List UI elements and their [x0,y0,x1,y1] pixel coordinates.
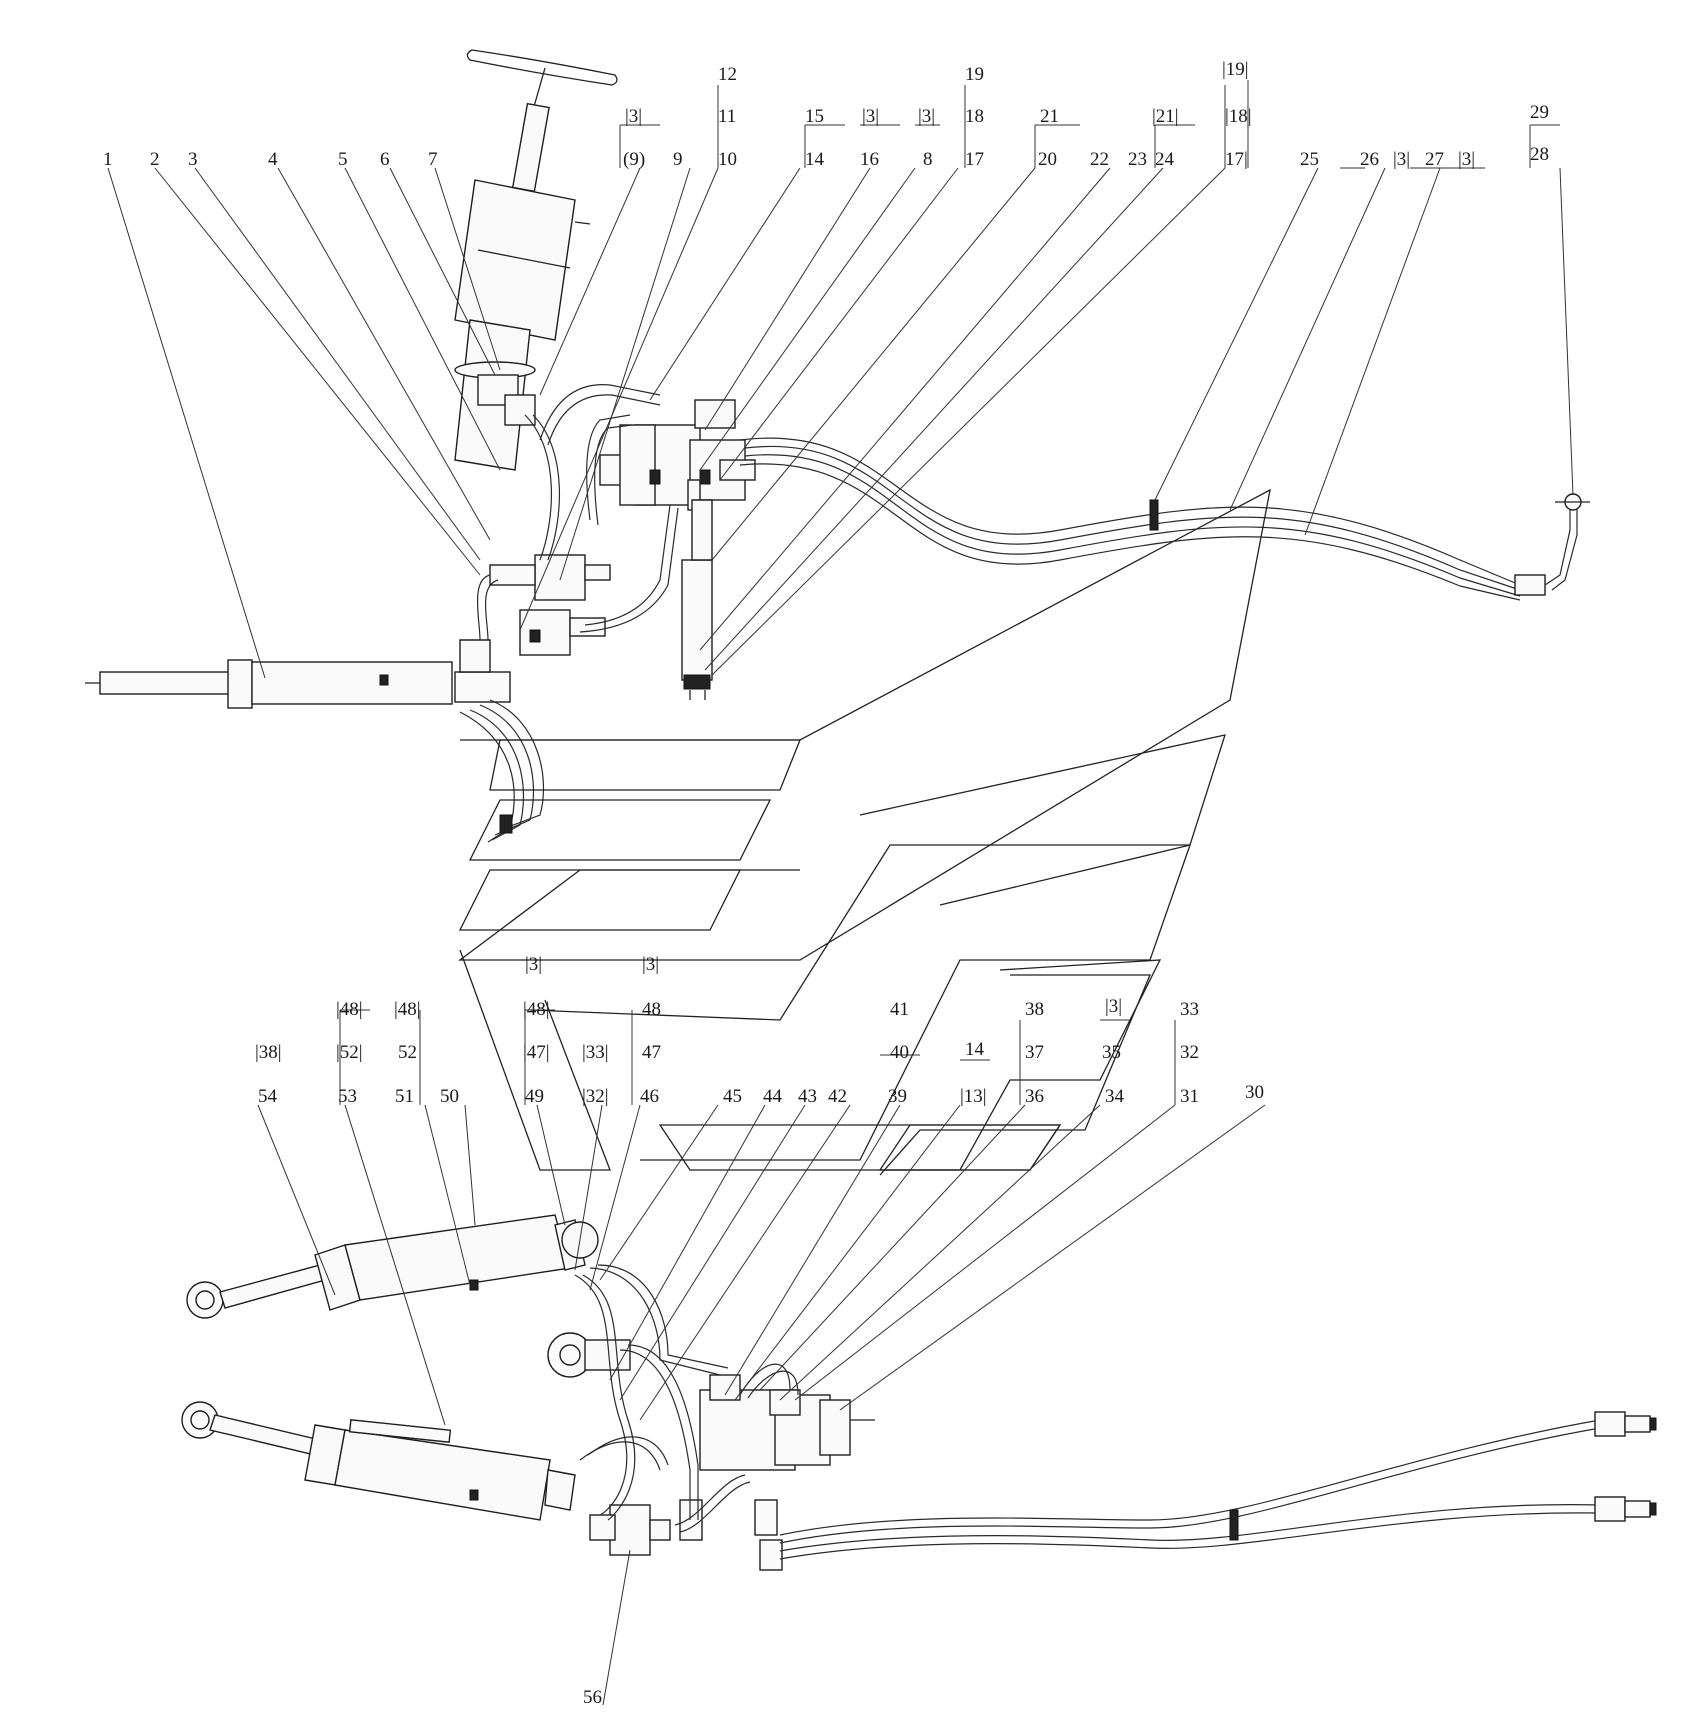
callout-2: 2 [150,149,160,170]
callout-11: 11 [718,106,736,127]
callout-35: 35 [1102,1042,1121,1063]
bottom-hoses [574,1264,1657,1560]
callout-42: 42 [828,1086,847,1107]
callout-labels: 1 2 3 4 5 6 7 (9) 9 10 11 12 14 15 16 8 … [103,59,1549,1708]
callout-bracket-38: |38| [255,1042,282,1063]
callout-bracket-13: |13| [960,1086,987,1107]
callout-1: 1 [103,149,113,170]
callout-bracket-17: 17| [1225,149,1248,170]
callout-49: 49 [525,1086,544,1107]
callout-14-b: 14 [965,1039,985,1060]
callout-39: 39 [888,1086,907,1107]
callout-bracket-21: |21| [1152,106,1179,127]
callout-25: 25 [1300,149,1319,170]
callout-7: 7 [428,149,438,170]
callout-17: 17 [965,149,984,170]
callout-34: 34 [1105,1086,1125,1107]
callout-bracket-48b: |48| [394,999,421,1020]
callout-9-paren: (9) [623,149,645,170]
callout-31: 31 [1180,1086,1199,1107]
leader-lines [107,80,1574,1706]
callout-4: 4 [268,149,278,170]
callout-54: 54 [258,1086,278,1107]
callout-8: 8 [923,149,933,170]
callout-3: 3 [188,149,198,170]
callout-33: 33 [1180,999,1199,1020]
callout-32: 32 [1180,1042,1199,1063]
callout-56: 56 [583,1687,602,1708]
callout-40: 40 [890,1042,909,1063]
callout-38: 38 [1025,999,1044,1020]
callout-bracket-3b: |3| [862,106,879,127]
callout-bracket-3g: |3| [642,954,659,975]
callout-16: 16 [860,149,879,170]
callout-52: 52 [398,1042,417,1063]
callout-5: 5 [338,149,348,170]
callout-bracket-33: |33| [582,1042,609,1063]
callout-37: 37 [1025,1042,1044,1063]
callout-bracket-48a: |48| [336,999,363,1020]
bottom-valve-block [547,1332,875,1571]
callout-30: 30 [1245,1082,1264,1103]
callout-bracket-3d: |3| [1393,149,1410,170]
callout-12: 12 [718,64,737,85]
callout-50: 50 [440,1086,459,1107]
callout-28: 28 [1530,144,1549,165]
callout-44: 44 [763,1086,783,1107]
callout-14: 14 [805,149,825,170]
callout-45: 45 [723,1086,742,1107]
callout-bracket-48c: |48| [523,999,550,1020]
callout-26: 26 [1360,149,1379,170]
callout-47: 47 [642,1042,661,1063]
callout-bracket-32: |32| [582,1086,609,1107]
callout-9: 9 [673,149,683,170]
callout-15: 15 [805,106,824,127]
callout-bracket-3h: |3| [1105,996,1122,1017]
steering-wheel-column [454,49,618,471]
callout-bracket-52a: |52| [336,1042,363,1063]
callout-18: 18 [965,106,984,127]
callout-46: 46 [640,1086,659,1107]
callout-36: 36 [1025,1086,1044,1107]
callout-bracket-3e: |3| [1458,149,1475,170]
vertical-cylinder [681,499,713,700]
callout-20: 20 [1038,149,1057,170]
callout-10: 10 [718,149,737,170]
callout-27: 27 [1425,149,1444,170]
callout-23: 23 [1128,149,1147,170]
callout-bracket-18: |18| [1225,106,1252,127]
callout-bracket-3a: |3| [625,106,642,127]
callout-bracket-3c: |3| [918,106,935,127]
callout-53: 53 [338,1086,357,1107]
priority-valve [489,554,611,656]
callout-bracket-47a: |47| [523,1042,550,1063]
callout-43: 43 [798,1086,817,1107]
callout-bracket-3f: |3| [525,954,542,975]
callout-24: 24 [1155,149,1175,170]
callout-48: 48 [642,999,661,1020]
callout-51: 51 [395,1086,414,1107]
callout-29: 29 [1530,102,1549,123]
callout-21: 21 [1040,106,1059,127]
callout-22: 22 [1090,149,1109,170]
top-hoses [459,384,1590,843]
right-steering-cylinder-lower [181,1401,576,1521]
callout-41: 41 [890,999,909,1020]
right-steering-cylinder-upper [186,1214,599,1319]
callout-bracket-19: |19| [1222,59,1249,80]
left-steering-cylinder [85,639,511,709]
callout-19: 19 [965,64,984,85]
callout-6: 6 [380,149,390,170]
